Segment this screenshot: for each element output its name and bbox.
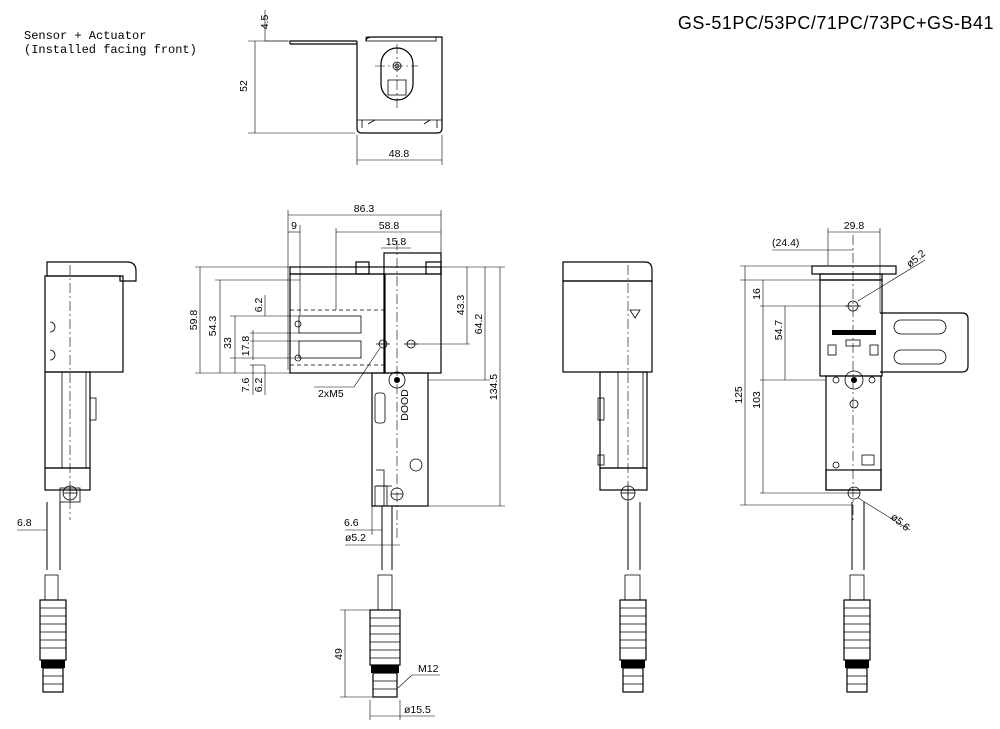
dim-front-17-8: 17.8 [240, 336, 252, 357]
drawing-title: GS-51PC/53PC/71PC/73PC+GS-B41 [678, 13, 994, 33]
front-view: DOOD 86.3 58.8 9 15.8 59.8 [188, 203, 505, 720]
dim-back-125: 125 [733, 386, 745, 404]
dim-back-103: 103 [751, 391, 763, 409]
dim-front-6-2-top: 6.2 [253, 298, 265, 313]
dim-left-cable: 6.8 [17, 517, 32, 529]
dim-front-54-3: 54.3 [207, 316, 219, 337]
dim-front-6-6: 6.6 [344, 517, 359, 529]
dim-front-86-3: 86.3 [354, 203, 375, 215]
dim-front-15-8: 15.8 [386, 236, 407, 248]
dim-back-dia-5-6: ø5.6 [888, 511, 912, 534]
label-thread: M12 [418, 663, 439, 675]
top-view: 4.5 52 48.8 [238, 10, 443, 165]
dim-front-134-5: 134.5 [488, 374, 500, 400]
right-side-view [562, 261, 653, 693]
dim-back-16: 16 [751, 288, 763, 300]
dim-front-49: 49 [333, 648, 345, 660]
dim-front-33: 33 [222, 337, 234, 349]
dim-back-dia-5-2: ø5.2 [904, 247, 928, 270]
dim-back-54-7: 54.7 [773, 320, 785, 341]
dim-front-59-8: 59.8 [188, 310, 200, 331]
note-line-1: Sensor + Actuator [24, 29, 146, 43]
dim-front-6-2-bottom: 6.2 [253, 378, 265, 393]
label-body-marking: DOOD [399, 389, 411, 421]
dim-front-7-6: 7.6 [240, 378, 252, 393]
dim-front-58-8: 58.8 [379, 220, 400, 232]
dim-top-offset: 4.5 [259, 15, 271, 30]
dim-top-height: 52 [238, 80, 250, 92]
dim-front-43-3: 43.3 [455, 295, 467, 316]
dim-back-29-8: 29.8 [844, 220, 865, 232]
dim-top-width: 48.8 [389, 148, 410, 160]
note-line-2: (Installed facing front) [24, 43, 197, 57]
label-screw: 2xM5 [318, 388, 344, 400]
back-view: 29.8 (24.4) ø5.2 16 54.7 125 103 ø5.6 [733, 220, 969, 693]
dim-front-64-2: 64.2 [473, 314, 485, 335]
dim-back-24-4: (24.4) [772, 237, 799, 249]
dim-front-9: 9 [291, 220, 297, 232]
dim-front-dia-5-2: ø5.2 [345, 532, 366, 544]
left-side-view: 6.8 [17, 261, 137, 693]
dim-front-dia-15-5: ø15.5 [404, 704, 431, 716]
